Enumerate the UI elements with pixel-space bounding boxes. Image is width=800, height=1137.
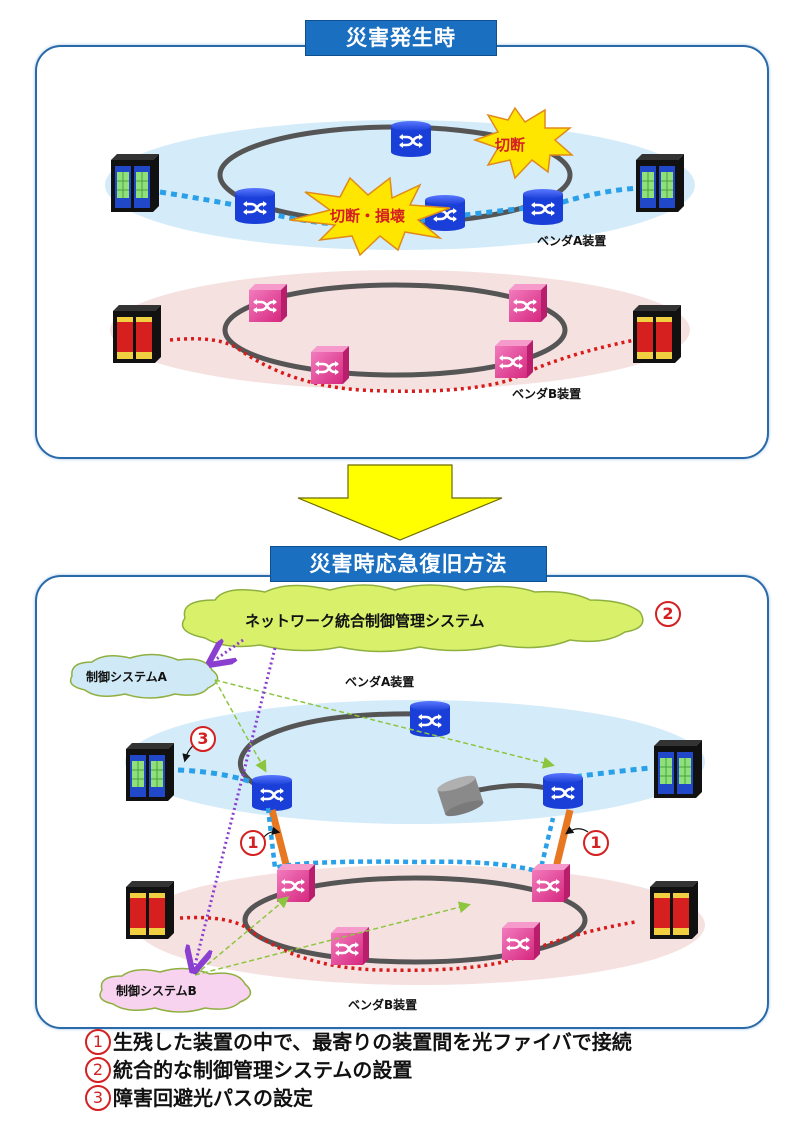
control-arrow-a-to-left	[214, 679, 267, 773]
rack-a-left	[110, 153, 160, 213]
control-system-a-cloud	[69, 653, 219, 699]
control-system-a-label: 制御システムA	[86, 670, 167, 684]
vendor-a-switch	[543, 773, 583, 809]
recovery-vendor-b-label: ベンダB装置	[348, 998, 418, 1012]
disaster-occurrence-panel	[35, 45, 769, 459]
emergency-fiber-right	[551, 809, 574, 873]
control-arrow-a-to-right	[214, 679, 555, 769]
recovery-vendor-a-ring	[238, 711, 421, 793]
disaster-occurrence-title: 災害発生時	[305, 20, 497, 56]
badge-integrated-system: 2	[655, 601, 681, 627]
vendor-b-zone	[110, 270, 690, 390]
vendor-b-label: ベンダB装置	[512, 387, 582, 401]
emergency-fiber-left	[268, 809, 292, 873]
vendor-a-switch	[235, 188, 275, 224]
rack-b-left	[113, 305, 161, 363]
vendor-b-switch	[331, 927, 369, 965]
recovery-vendor-b-optical-path	[179, 915, 636, 973]
legend-text: 統合的な制御管理システムの設置	[113, 1058, 413, 1082]
transition-arrow	[297, 464, 503, 541]
vendor-b-switch	[532, 864, 570, 902]
legend-number: 3	[85, 1085, 111, 1111]
vendor-b-switch	[277, 864, 315, 902]
integrated-system-cloud	[181, 584, 644, 653]
recovery-vendor-b-ring	[242, 875, 588, 965]
vendor-b-ring	[222, 282, 568, 378]
cut-burst-small	[472, 106, 574, 180]
vendor-a-switch	[410, 701, 450, 737]
rack-b-right	[650, 881, 698, 939]
recovery-vendor-a-optical-path-right	[564, 765, 651, 781]
damaged-device	[437, 775, 484, 817]
legend-number: 2	[85, 1057, 111, 1083]
cut-label: 切断	[495, 136, 526, 154]
recovery-vendor-a-label: ベンダA装置	[345, 675, 415, 689]
rack-b-left	[126, 881, 174, 939]
cut-damage-label: 切断・損壊	[330, 207, 406, 225]
legend-number: 1	[85, 1029, 111, 1055]
vendor-b-switch	[495, 340, 533, 378]
vendor-a-switch	[252, 775, 292, 811]
rack-a-right	[635, 153, 685, 213]
vendor-a-switch	[523, 189, 563, 225]
rack-a-left	[125, 742, 175, 802]
vendor-a-switch	[391, 121, 431, 157]
badge-fiber-right: 1	[583, 830, 609, 856]
badge-avoidance-path: 3	[190, 726, 216, 752]
vendor-b-switch	[509, 284, 547, 322]
vendor-b-switch	[249, 284, 287, 322]
control-system-b-label: 制御システムB	[116, 984, 197, 998]
control-system-b-cloud	[99, 967, 252, 1013]
cut-damage-burst-large	[289, 176, 451, 257]
integrated-to-control-a-arrow	[215, 640, 244, 660]
integrated-system-label: ネットワーク統合制御管理システム	[245, 612, 485, 630]
legend-text: 障害回避光パスの設定	[113, 1086, 313, 1110]
recovery-vendor-a-optical-path	[177, 767, 269, 791]
pointer-arrow-1-right	[565, 826, 589, 835]
vendor-b-switch	[311, 346, 349, 384]
vendor-b-switch	[502, 922, 540, 960]
rack-b-right	[633, 305, 681, 363]
vendor-a-label: ベンダA装置	[537, 234, 607, 248]
rack-a-right	[653, 739, 703, 799]
control-arrow-b-to-right	[194, 901, 471, 976]
badge-fiber-left: 1	[240, 830, 266, 856]
legend-text: 生残した装置の中で、最寄りの装置間を光ファイバで接続	[113, 1030, 632, 1054]
recovery-method-title: 災害時応急復旧方法	[270, 546, 547, 582]
